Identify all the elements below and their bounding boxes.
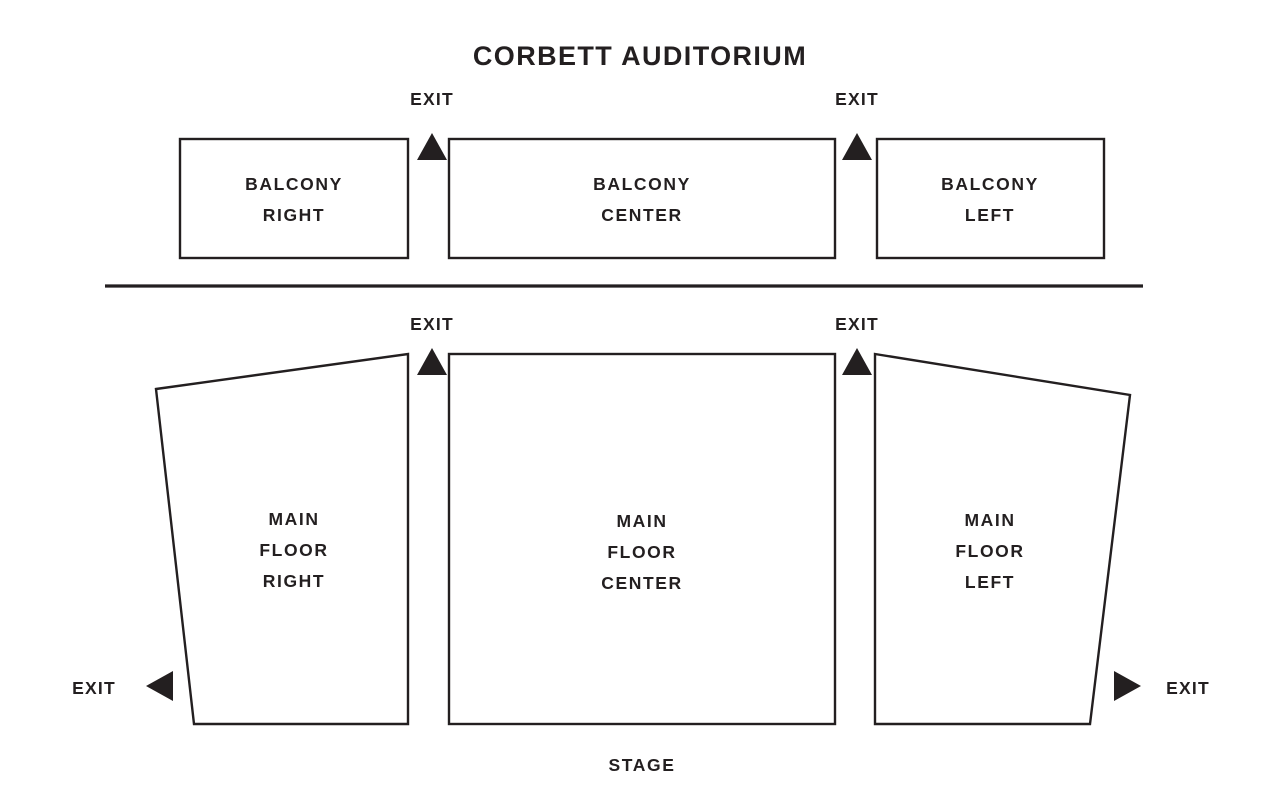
exit-label-balcony-right: EXIT: [410, 89, 454, 109]
page-title: CORBETT AUDITORIUM: [473, 41, 807, 71]
exit-arrow-up-icon-main-right: [417, 348, 447, 375]
exit-arrow-up-icon-balcony-right: [417, 133, 447, 160]
section-main-floor-left-label-line3: LEFT: [965, 572, 1015, 592]
exit-label-far-right: EXIT: [1166, 678, 1210, 698]
section-main-floor-left-label-line1: MAIN: [964, 510, 1015, 530]
stage-label: STAGE: [609, 755, 676, 775]
section-main-floor-left-label-line2: FLOOR: [955, 541, 1024, 561]
section-main-floor-center[interactable]: [447, 352, 837, 726]
section-balcony-left[interactable]: [875, 137, 1106, 260]
section-main-floor-right-label-line1: MAIN: [268, 509, 319, 529]
section-main-floor-center-label-line3: CENTER: [601, 573, 683, 593]
exit-arrow-up-icon-balcony-center: [842, 133, 872, 160]
section-main-floor-center-label-line1: MAIN: [616, 511, 667, 531]
exit-arrow-left-icon: [146, 671, 173, 701]
exit-label-main-right: EXIT: [410, 314, 454, 334]
section-balcony-left-label-line1: BALCONY: [941, 174, 1039, 194]
exit-arrow-up-icon-main-center: [842, 348, 872, 375]
section-balcony-right-label-line2: RIGHT: [263, 205, 325, 225]
section-main-floor-right-label-line2: FLOOR: [259, 540, 328, 560]
section-main-floor-right-label-line3: RIGHT: [263, 571, 325, 591]
section-balcony-right-label-line1: BALCONY: [245, 174, 343, 194]
exit-label-far-left: EXIT: [72, 678, 116, 698]
exit-label-balcony-center: EXIT: [835, 89, 879, 109]
section-balcony-right[interactable]: [178, 137, 410, 260]
section-main-floor-center-label-line2: FLOOR: [607, 542, 676, 562]
section-main-floor-left[interactable]: [873, 352, 1132, 726]
section-balcony-center[interactable]: [447, 137, 837, 260]
exit-label-main-center: EXIT: [835, 314, 879, 334]
section-balcony-center-label-line1: BALCONY: [593, 174, 691, 194]
section-balcony-left-label-line2: LEFT: [965, 205, 1015, 225]
section-balcony-center-label-line2: CENTER: [601, 205, 683, 225]
exit-arrow-right-icon: [1114, 671, 1141, 701]
section-main-floor-right[interactable]: [154, 352, 410, 726]
